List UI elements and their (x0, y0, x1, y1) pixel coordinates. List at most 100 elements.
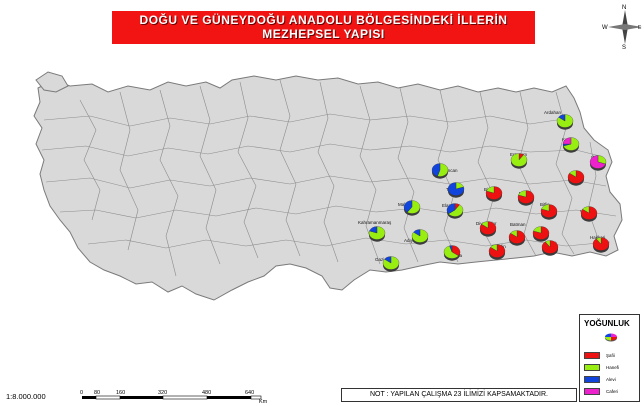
label-ardahan: Ardahan (544, 110, 562, 115)
pie-slice-hanefi (448, 204, 464, 217)
pie-slice-hanefi (563, 137, 580, 151)
pie-slice-alevi (369, 226, 378, 234)
compass-rose: N S W E (602, 5, 642, 51)
pie-diyarbak-r (479, 221, 497, 237)
scale-seg-5 (207, 396, 251, 399)
label-hakkari: Hakkari (590, 235, 605, 240)
pie-slice-safii (532, 226, 550, 240)
scale-tick-480: 480 (202, 390, 211, 396)
legend-label-safii: Şafii (606, 353, 615, 358)
pie-slice-hanefi (481, 221, 489, 229)
compass-needle-ew (608, 24, 642, 30)
pie-slice-hanefi (518, 190, 527, 198)
pie-kars (562, 137, 580, 153)
map-title-line1: DOĞU VE GÜNEYDOĞU ANADOLU BÖLGESİNDEKİ İ… (139, 13, 508, 27)
pie-a-r- (567, 170, 585, 186)
turkey-outline (33, 75, 623, 301)
compass-e: E (638, 25, 642, 31)
pie-hakkari (592, 237, 610, 253)
pie-slice-alevi (384, 256, 392, 264)
pie-slice-alevi (431, 163, 441, 177)
label-kahramanmaras: Kahramanmaraş (358, 220, 392, 225)
pie-ardahan (556, 114, 574, 130)
pie-slice-safii (540, 204, 558, 218)
scale-seg-6 (250, 395, 262, 400)
label-elazig: Elazığ (442, 203, 455, 208)
label-batman: Batman (510, 222, 526, 227)
legend-sample-pie (605, 333, 617, 342)
thrace-outline (35, 71, 69, 93)
scale-seg-1 (82, 396, 96, 399)
scale-ratio: 1:8.000.000 (6, 392, 46, 401)
scale-seg-4 (162, 395, 208, 400)
pie-ad-yaman (411, 229, 429, 245)
label-bitlis: Bitlis (540, 202, 550, 207)
label-erzincan: Erzincan (440, 168, 458, 173)
scale-tick-320: 320 (158, 390, 167, 396)
scale-seg-2 (95, 395, 121, 400)
pie-bing-l (485, 186, 503, 202)
note-box: NOT : YAPILAN ÇALIŞMA 23 İLİMİZİ KAPSAMA… (341, 388, 577, 402)
pie-bitlis (540, 204, 558, 220)
legend-item-caferi: Caferi (584, 388, 640, 396)
pie-slice-hanefi (486, 186, 495, 194)
pie-slice-hanefi (582, 206, 590, 214)
pie-slice-alevi (446, 203, 456, 215)
pie-gaziantep (382, 256, 400, 272)
pie-elaz- (446, 203, 464, 219)
scale-tick-160: 160 (116, 390, 125, 396)
pie-mardin (488, 244, 506, 260)
scale-tick-640: 640 (245, 390, 254, 396)
legend-swatch-safii (584, 352, 600, 359)
pie--rnak (541, 240, 559, 256)
map-title-line2: MEZHEPSEL YAPISI (262, 27, 385, 41)
compass-n: N (622, 5, 626, 11)
pie-slice-hanefi (510, 230, 518, 238)
pie-slice-alevi (558, 114, 566, 122)
pie-van (580, 206, 598, 222)
pie-slice-hanefi (407, 200, 421, 214)
pie-slice-alevi (447, 182, 465, 196)
legend-item-safii: Şafii (584, 352, 640, 360)
pie--anl-urfa (443, 245, 461, 261)
legend-item-hanefi: Hanefi (584, 364, 640, 372)
pie-batman (508, 230, 526, 246)
pie-erzincan (431, 163, 449, 179)
pie-slice-safii (485, 186, 503, 200)
pie-slice-hanefi (596, 237, 602, 245)
pie-siirt (532, 226, 550, 242)
map-title: DOĞU VE GÜNEYDOĞU ANADOLU BÖLGESİNDEKİ İ… (112, 11, 535, 44)
compass-s: S (622, 45, 626, 51)
scale-tick-80: 80 (94, 390, 100, 396)
pie-slice-hanefi (490, 244, 498, 252)
pie-slice-alevi (449, 245, 453, 253)
pie-erzurum (510, 153, 528, 169)
compass-w: W (602, 25, 608, 31)
pie-mu- (517, 190, 535, 206)
pie-slice-hanefi (533, 226, 542, 234)
legend-label-alevi: Alevi (606, 377, 616, 382)
legend-box: YOĞUNLUK Şafii Hanefi Alevi Caferi (579, 314, 640, 402)
pie-tunceli (447, 182, 465, 198)
legend-label-hanefi: Hanefi (606, 365, 620, 370)
pie-slice-safii (517, 190, 535, 204)
legend-swatch-caferi (584, 388, 600, 395)
legend-swatch-alevi (584, 376, 600, 383)
legend-swatch-hanefi (584, 364, 600, 371)
legend-title: YOĞUNLUK (584, 319, 630, 328)
legend-item-alevi: Alevi (584, 376, 640, 384)
pie-i-d-r (589, 155, 607, 171)
pie-slice-hanefi (443, 245, 459, 259)
pie-slice-hanefi (368, 226, 386, 240)
pie-slice-hanefi (541, 204, 550, 212)
scale-unit: Km (259, 399, 268, 405)
pie-slice-alevi (413, 229, 421, 237)
pie-slice-hanefi (569, 170, 577, 178)
legend-label-caferi: Caferi (606, 389, 619, 394)
pie-slice-caferi (589, 155, 606, 169)
scale-bar: 0 80 160 320 480 640 Km (80, 390, 268, 405)
pie-slice-alevi (403, 200, 413, 213)
pie-symbols (368, 114, 610, 272)
pie-slice-caferi (562, 137, 572, 145)
